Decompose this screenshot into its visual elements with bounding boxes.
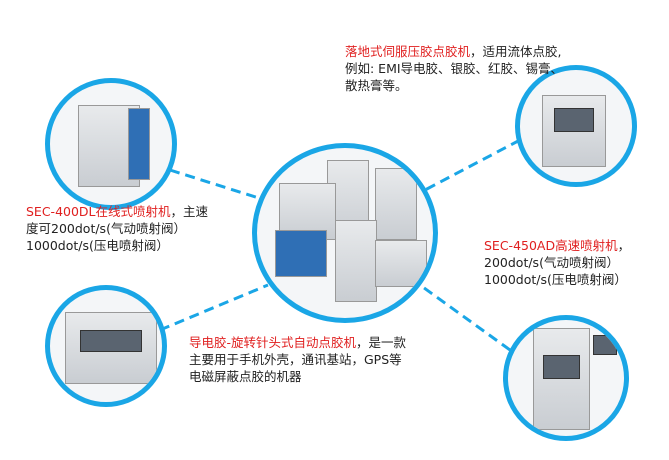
- desc-right: ，200dot/s(气动喷射阀）1000dot/s(压电喷射阀）: [484, 238, 631, 287]
- title-bottom: 导电胶-旋转针头式自动点胶机: [189, 335, 357, 350]
- connector-top-right: [424, 138, 521, 192]
- machine-image-bottom-left: [45, 285, 167, 407]
- connector-bottom-left: [159, 283, 269, 332]
- title-left: SEC-400DL在线式喷射机: [26, 204, 171, 219]
- machine-image-bottom-right: [503, 315, 629, 441]
- text-right: SEC-450AD高速喷射机，200dot/s(气动喷射阀）1000dot/s(…: [484, 237, 654, 288]
- text-left: SEC-400DL在线式喷射机，主速度可200dot/s(气动喷射阀） 1000…: [26, 203, 216, 254]
- connector-bottom-right: [419, 283, 511, 352]
- machine-image-top-right: [515, 65, 637, 187]
- title-top-right: 落地式伺服压胶点胶机: [345, 44, 471, 59]
- machine-image-top-left: [45, 78, 177, 210]
- machine-image-center: [252, 143, 438, 323]
- title-right: SEC-450AD高速喷射机: [484, 238, 618, 253]
- desc-left: ，主速度可200dot/s(气动喷射阀） 1000dot/s(压电喷射阀）: [26, 204, 209, 253]
- text-top-right: 落地式伺服压胶点胶机，适用流体点胶,例如: EMI导电胶、银胶、红胶、锡膏、散热…: [345, 43, 565, 94]
- desc-bottom: ，是一款主要用于手机外壳，通讯基站，GPS等电磁屏蔽点胶的机器: [189, 335, 407, 384]
- text-bottom: 导电胶-旋转针头式自动点胶机，是一款主要用于手机外壳，通讯基站，GPS等电磁屏蔽…: [189, 334, 414, 385]
- connector-top-left: [169, 168, 266, 202]
- desc-top-right: ，适用流体点胶,例如: EMI导电胶、银胶、红胶、锡膏、散热膏等。: [345, 44, 564, 93]
